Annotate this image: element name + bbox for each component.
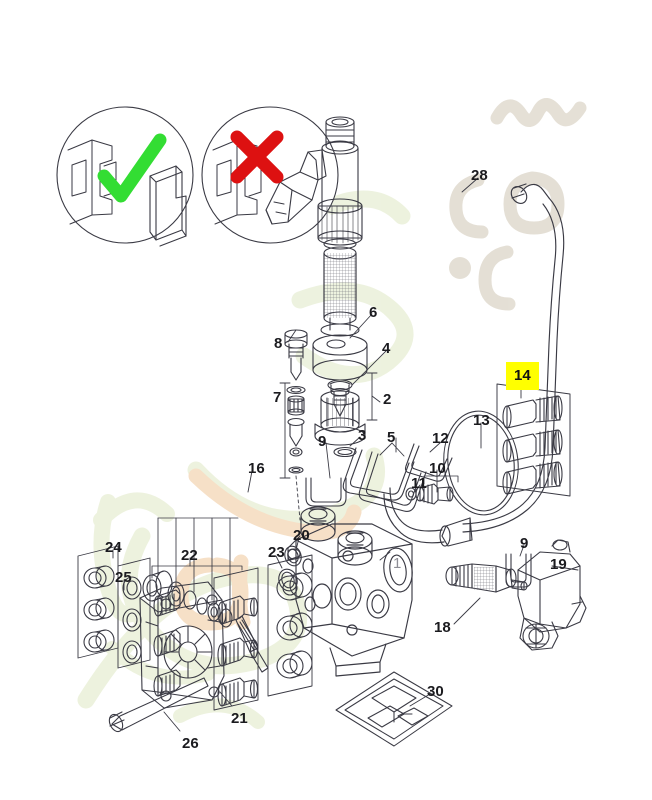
callout-9-bottom[interactable]: 9	[520, 535, 529, 552]
callout-20[interactable]: 20	[293, 527, 310, 544]
callout-8[interactable]: 8	[274, 335, 283, 352]
callout-21[interactable]: 21	[231, 710, 248, 727]
callout-30[interactable]: 30	[427, 683, 444, 700]
callout-3[interactable]: 3	[358, 427, 367, 444]
callout-16[interactable]: 16	[248, 460, 265, 477]
callout-4[interactable]: 4	[382, 340, 391, 357]
callout-2[interactable]: 2	[383, 391, 392, 408]
callout-23[interactable]: 23	[268, 544, 285, 561]
callout-6[interactable]: 6	[369, 304, 378, 321]
callout-13[interactable]: 13	[473, 412, 490, 429]
callout-10[interactable]: 10	[429, 460, 446, 477]
callout-9-top[interactable]: 9	[318, 433, 327, 450]
callout-18[interactable]: 18	[434, 619, 451, 636]
callout-7[interactable]: 7	[273, 389, 282, 406]
callout-12[interactable]: 12	[432, 430, 449, 447]
callout-1[interactable]: 1	[393, 555, 402, 572]
callout-14-highlighted[interactable]: 14	[506, 362, 539, 390]
callout-22[interactable]: 22	[181, 547, 198, 564]
callout-11[interactable]: 11	[411, 475, 427, 492]
callout-19[interactable]: 19	[550, 556, 567, 573]
callout-28[interactable]: 28	[471, 167, 488, 184]
callout-26[interactable]: 26	[182, 735, 199, 752]
callout-5[interactable]: 5	[387, 429, 396, 446]
callout-24[interactable]: 24	[105, 539, 122, 556]
callout-25[interactable]: 25	[115, 569, 132, 586]
